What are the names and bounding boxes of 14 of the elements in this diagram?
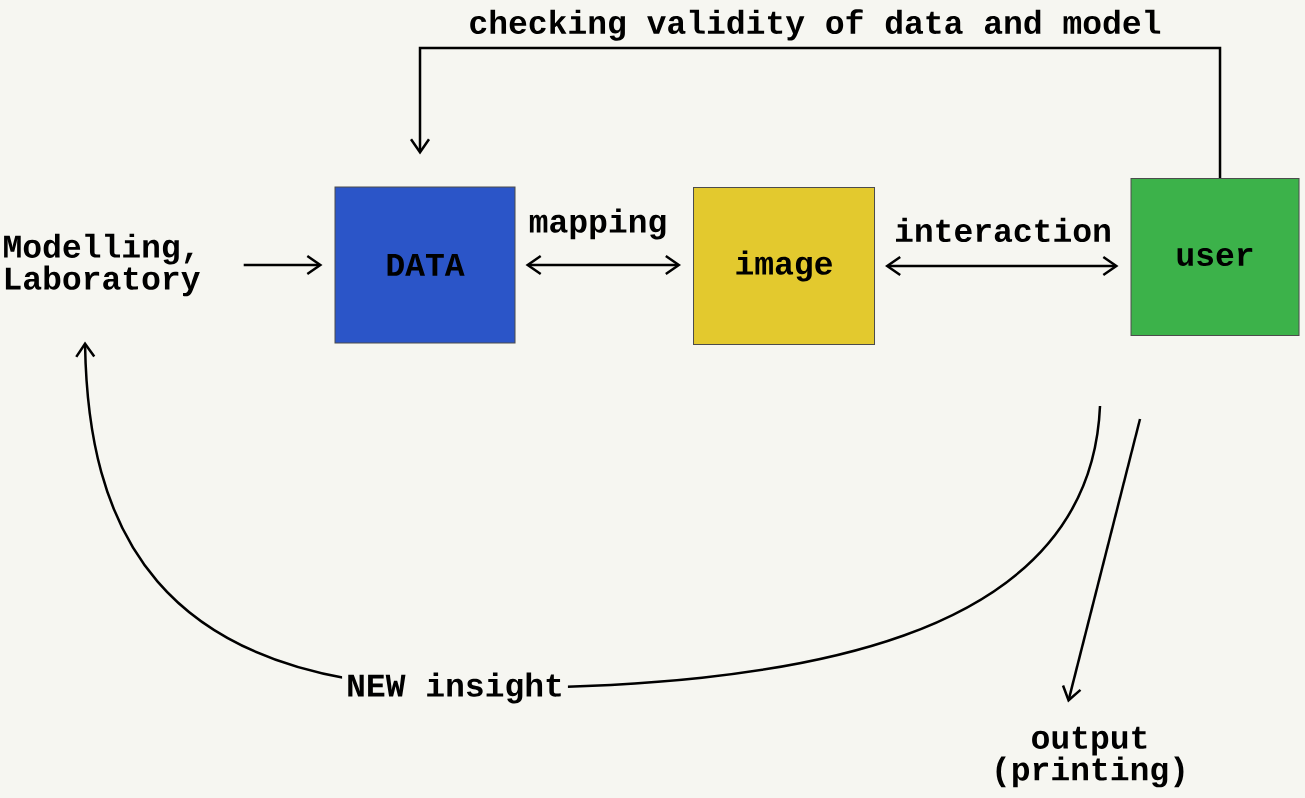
arrow: [885, 255, 1119, 277]
arrow: [410, 46, 1222, 178]
process-box: user: [1130, 178, 1300, 336]
arrow: [243, 254, 323, 276]
text-label: output (printing): [996, 726, 1184, 788]
process-box: image: [693, 187, 875, 345]
arrow: [1061, 418, 1142, 703]
edge-label: NEW insight: [342, 668, 568, 708]
text-label: Modelling, Laboratory: [4, 233, 200, 297]
edge-label: interaction: [890, 213, 1116, 247]
edge-label: mapping: [524, 204, 672, 244]
edge-label: checking validity of data and model: [464, 5, 1166, 45]
process-box: DATA: [334, 186, 516, 344]
arrow: [525, 254, 681, 276]
